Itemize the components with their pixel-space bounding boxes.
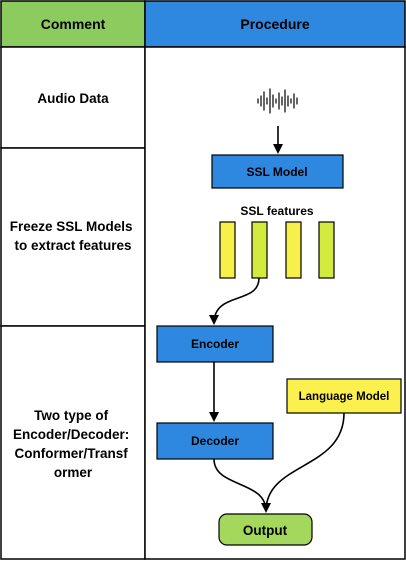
comment-encdec-line-1: Two type of [34, 408, 108, 423]
ssl-feature-bar-1 [219, 221, 236, 279]
audio-waveform-icon [257, 88, 298, 114]
comment-encdec-line-3: Conformer/Transf [14, 446, 128, 461]
ssl-features-label: SSL features [240, 204, 313, 218]
arrow-language-model-to-output [265, 412, 345, 512]
header-procedure-cell [144, 0, 406, 48]
header-comment-cell [0, 0, 146, 48]
comment-cell-ssl [0, 147, 146, 327]
comment-encdec-line-4: ormer [54, 465, 93, 480]
encoder-box [156, 325, 274, 363]
comment-cell-audio [0, 46, 146, 149]
output-box [218, 513, 313, 546]
ssl-model-label: SSL Model [246, 165, 307, 179]
comment-cell-encdec [0, 325, 146, 560]
header-comment-label: Comment [41, 16, 106, 32]
header-procedure-label: Procedure [240, 16, 309, 32]
language-model-box [286, 378, 402, 414]
comment-freeze-line-2: to extract features [14, 238, 131, 253]
language-model-label: Language Model [299, 391, 390, 403]
comment-audio-line-1: Audio Data [37, 91, 109, 106]
comment-audio-data: Audio Data [37, 91, 109, 106]
encoder-label: Encoder [191, 337, 239, 351]
decoder-label: Decoder [191, 434, 239, 448]
ssl-feature-bar-4 [318, 221, 335, 279]
procedure-column [144, 46, 406, 560]
arrow-decoder-to-output [213, 458, 271, 513]
decoder-box [156, 422, 274, 460]
ssl-feature-bar-2 [251, 221, 268, 279]
output-label: Output [243, 523, 288, 538]
arrow-features-to-encoder [209, 277, 260, 325]
comment-encdec-line-2: Encoder/Decoder: [13, 427, 129, 442]
comment-freeze-line-1: Freeze SSL Models [10, 219, 133, 234]
comment-encoder-decoder: Two type of Encoder/Decoder: Conformer/T… [13, 408, 133, 480]
ssl-feature-bar-3 [285, 221, 302, 279]
comment-freeze-ssl: Freeze SSL Models to extract features [10, 219, 137, 253]
ssl-model-box [211, 154, 344, 189]
